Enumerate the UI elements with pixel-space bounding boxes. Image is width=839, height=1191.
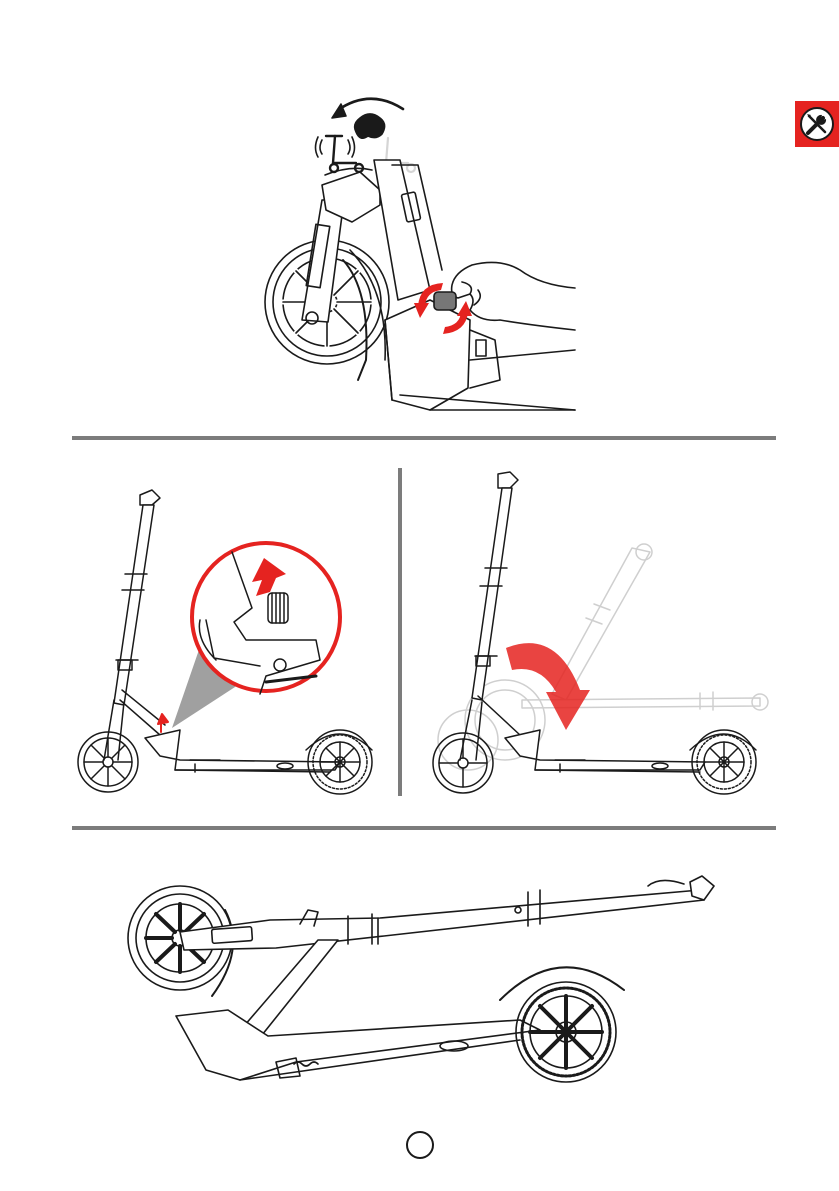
page-number bbox=[406, 1131, 434, 1159]
